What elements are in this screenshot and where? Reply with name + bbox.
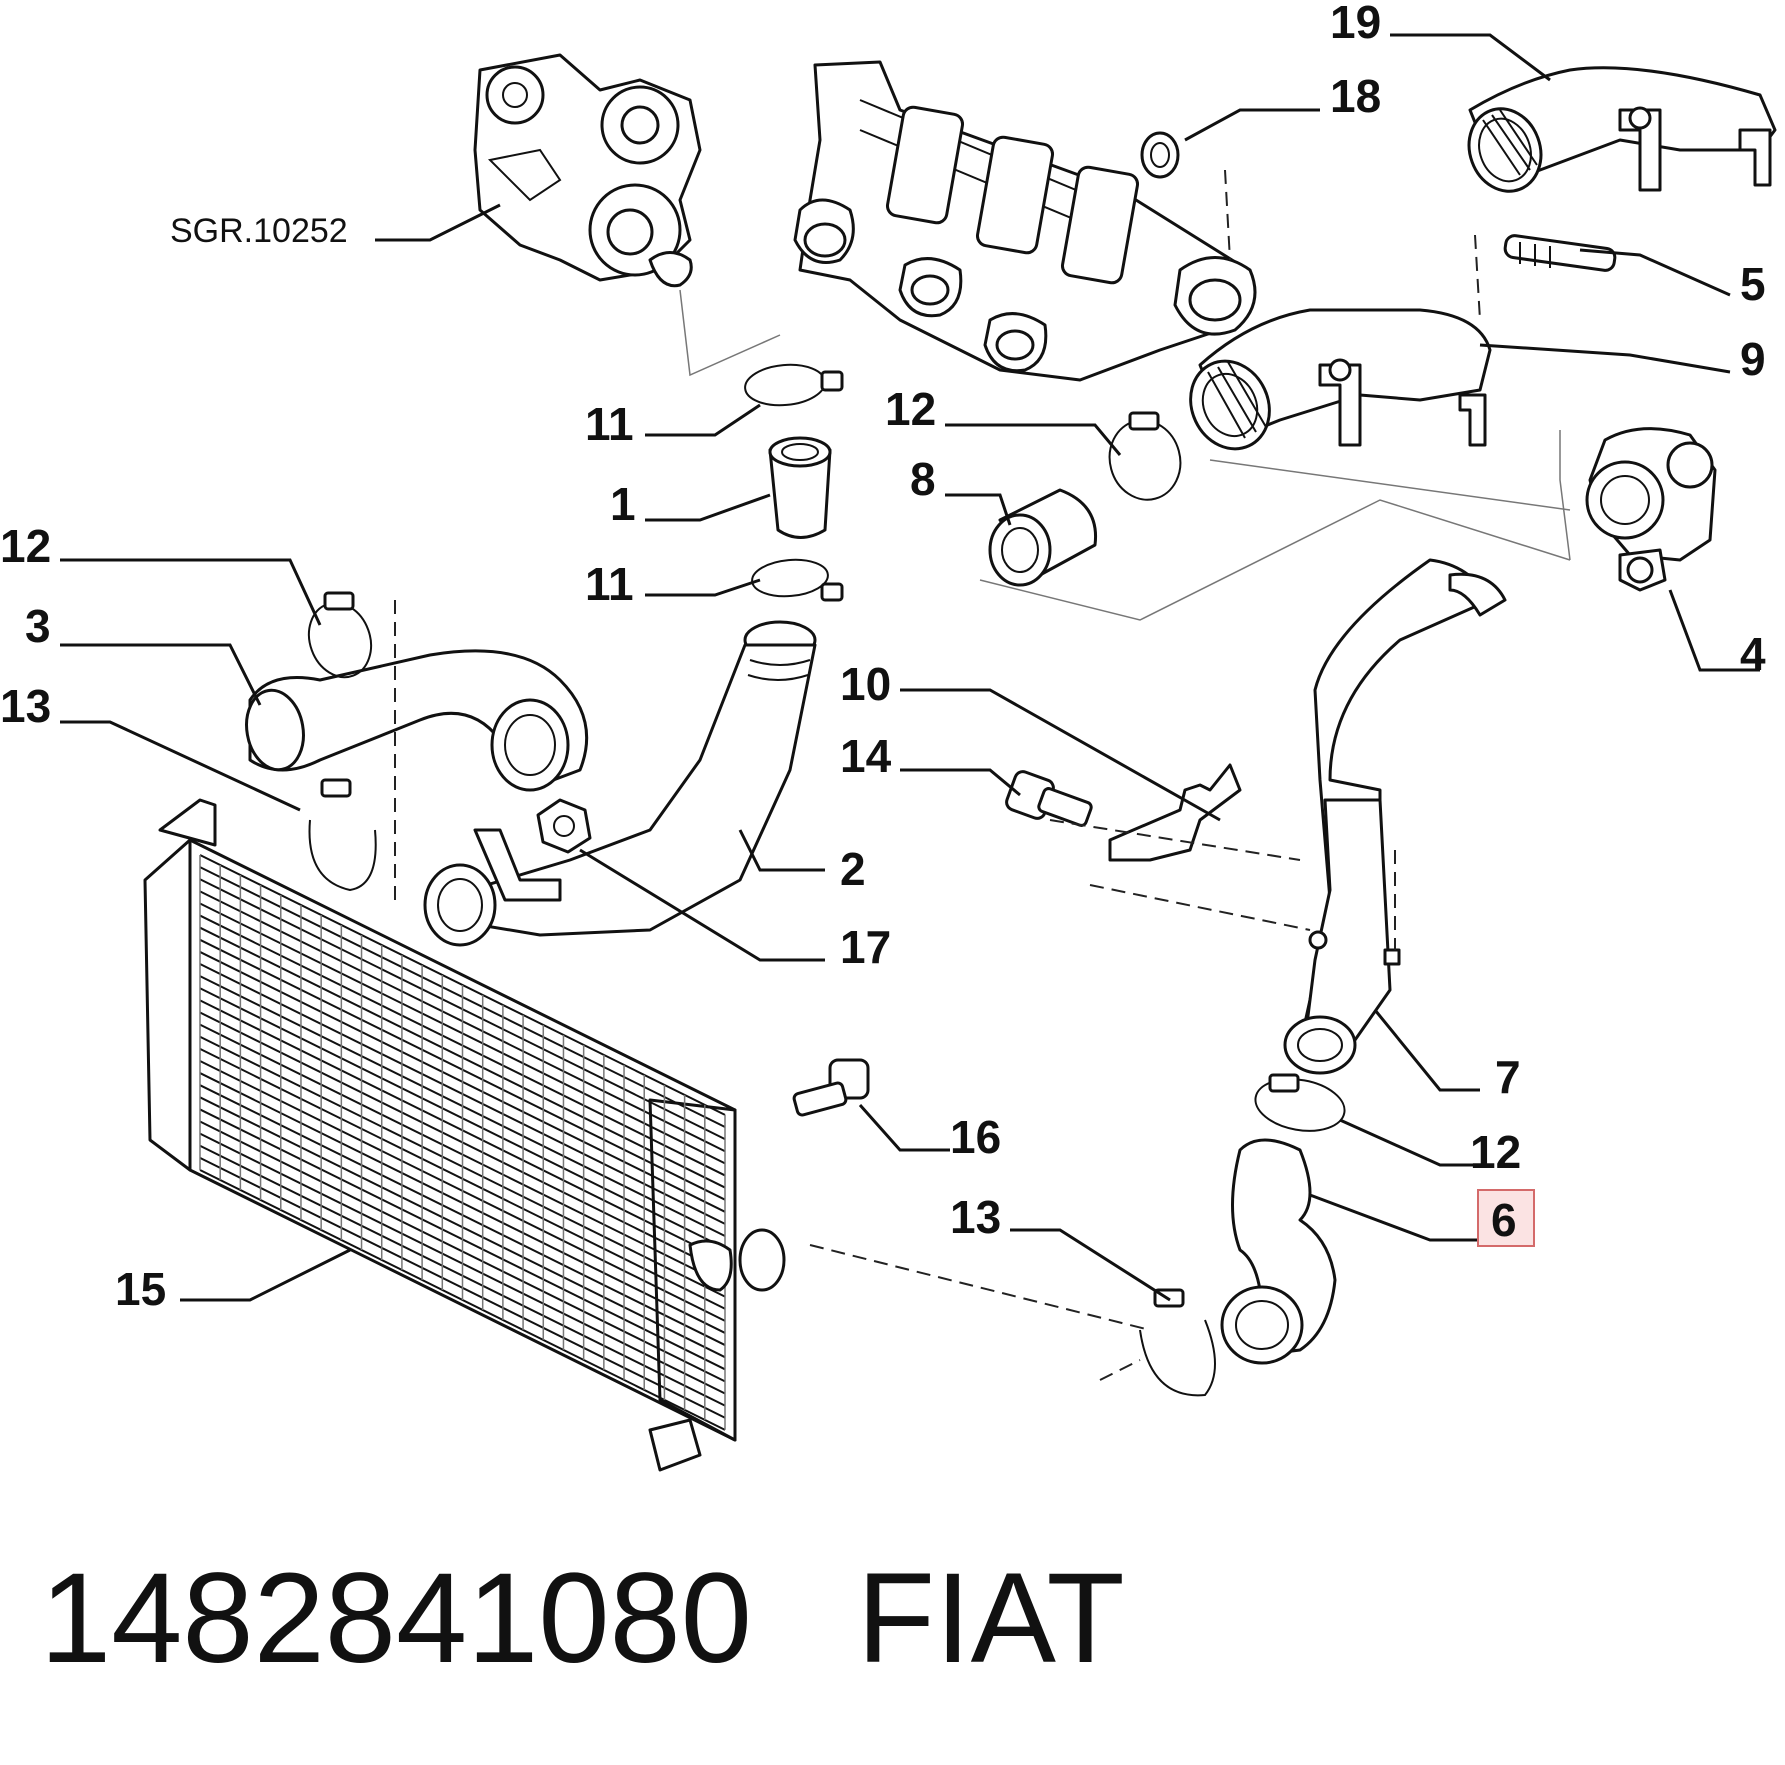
part-15-intercooler xyxy=(143,798,786,1472)
part-12-clamp-upper-right xyxy=(1108,411,1182,501)
label-part-19: 19 xyxy=(1330,0,1381,48)
label-part-16: 16 xyxy=(950,1111,1001,1163)
part-12-clamp-left xyxy=(307,591,373,679)
part-18-plug xyxy=(1140,131,1180,179)
label-part-14: 14 xyxy=(840,730,892,782)
part-3-hose xyxy=(245,649,589,792)
part-4-throttle-body xyxy=(1585,427,1717,592)
label-part-11-lower: 11 xyxy=(585,558,634,610)
turbocharger xyxy=(473,53,702,288)
label-part-7: 7 xyxy=(1495,1051,1521,1103)
label-part-12-right: 12 xyxy=(1470,1126,1521,1178)
manifold xyxy=(793,60,1257,382)
part-12-clamp-lower-right xyxy=(1254,1073,1346,1132)
part-number: 1482841080 xyxy=(40,1547,752,1690)
label-part-8: 8 xyxy=(910,453,936,505)
label-part-6: 6 xyxy=(1491,1194,1517,1246)
part-17-nut xyxy=(536,798,592,854)
label-part-13-right: 13 xyxy=(950,1191,1001,1243)
label-sgr-10252: SGR.10252 xyxy=(170,212,348,250)
part-11-clamp-upper xyxy=(744,363,844,407)
radiator-fins xyxy=(199,854,726,1431)
connection-lines xyxy=(394,169,1571,1381)
label-part-13-left: 13 xyxy=(0,680,51,732)
part-9-intake-pipe xyxy=(1189,308,1492,451)
label-part-18: 18 xyxy=(1330,70,1381,122)
label-part-4: 4 xyxy=(1740,628,1766,680)
label-part-11-upper: 11 xyxy=(585,398,634,450)
leader-lines xyxy=(60,33,1760,1302)
label-part-12-left: 12 xyxy=(0,520,51,572)
label-part-10: 10 xyxy=(840,658,891,710)
part-13-clamp-left xyxy=(308,778,377,892)
part-14-bolt xyxy=(1005,770,1093,827)
label-part-3: 3 xyxy=(25,600,51,652)
callout-labels: SGR.10252 19 18 5 9 11 12 1 8 11 12 3 13… xyxy=(0,0,1766,1315)
part-7-pipe xyxy=(1283,558,1507,1075)
part-10-bracket xyxy=(1108,763,1242,862)
part-11-clamp-lower xyxy=(751,558,844,602)
part-5-stud xyxy=(1503,234,1617,272)
part-13-clamp-right xyxy=(1139,1288,1216,1397)
part-2-long-hose xyxy=(423,620,817,947)
brand-name: FIAT xyxy=(856,1547,1125,1690)
highlight-box-part-6 xyxy=(1477,1189,1535,1247)
part-16-bolt xyxy=(792,1058,870,1117)
part-1-short-hose xyxy=(768,436,832,539)
part-6-hose xyxy=(1220,1138,1337,1365)
label-part-17: 17 xyxy=(840,921,891,973)
part-8-sleeve xyxy=(988,488,1098,587)
label-part-1: 1 xyxy=(610,478,636,530)
part-19-intake-elbow xyxy=(1467,66,1777,193)
label-part-5: 5 xyxy=(1740,258,1766,310)
fin-row xyxy=(199,1169,726,1431)
footer-caption: 1482841080 FIAT xyxy=(40,1545,1125,1692)
label-part-15: 15 xyxy=(115,1263,166,1315)
label-part-2: 2 xyxy=(840,843,866,895)
label-part-12-top: 12 xyxy=(885,383,936,435)
label-part-9: 9 xyxy=(1740,333,1766,385)
